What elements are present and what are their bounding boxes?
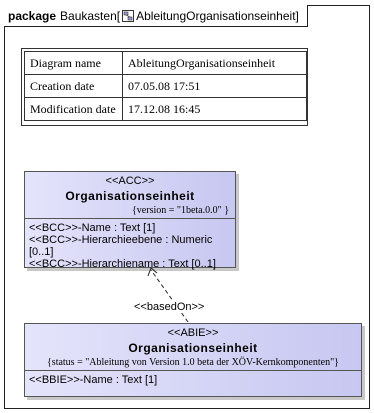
info-table-frame [21,48,308,126]
table-row: Modification date 17.12.08 16:45 [24,97,307,121]
table-row: Diagram name AbleitungOrganisationseinhe… [24,51,307,75]
acc-tagged-value: {version = "1beta.0.0" } [132,205,229,216]
table-row: Creation date 07.05.08 17:51 [24,74,307,98]
attribute-item: <<BBIE>>-Name : Text [1] [29,374,158,386]
abie-class-name: Organisationseinheit [128,341,258,355]
acc-class-box[interactable]: <<ACC>> Organisationseinheit {version = … [24,171,236,270]
info-key: Modification date [24,97,123,121]
attribute-item: <<BCC>>-Hierarchieebene : Numeric [0..1] [29,234,213,258]
abie-class-box[interactable]: <<ABIE>> Organisationseinheit {status = … [24,323,362,397]
diagram-info-table: Diagram name AbleitungOrganisationseinhe… [24,51,307,121]
acc-stereotype: <<ACC>> [105,175,155,187]
based-on-label: <<basedOn>> [134,301,205,313]
attribute-item: <<BCC>>-Name : Text [1] [29,222,156,234]
diagram-icon [122,7,135,22]
abie-class-header: <<ABIE>> Organisationseinheit {status = … [25,324,361,371]
acc-class-name: Organisationseinheit [65,189,195,203]
acc-class-header: <<ACC>> Organisationseinheit {version = … [25,172,235,219]
package-name: Baukasten [60,9,117,23]
info-value: AbleitungOrganisationseinheit [122,51,307,75]
acc-attributes: <<BCC>>-Name : Text [1] <<BCC>>-Hierarch… [25,219,235,273]
abie-stereotype: <<ABIE>> [167,327,219,339]
info-key: Diagram name [24,51,123,75]
info-value: 07.05.08 17:51 [122,74,307,98]
attribute-item: <<BCC>>-Hierarchiename : Text [0..1] [29,258,216,270]
info-value: 17.12.08 16:45 [122,97,307,121]
diagram-ref-name: AbleitungOrganisationseinheit [136,9,296,23]
info-key: Creation date [24,74,123,98]
abie-attributes: <<BBIE>>-Name : Text [1] [25,371,361,389]
abie-tagged-value: {status = "Ableitung von Version 1.0 bet… [47,357,339,368]
package-keyword: package [8,9,57,23]
